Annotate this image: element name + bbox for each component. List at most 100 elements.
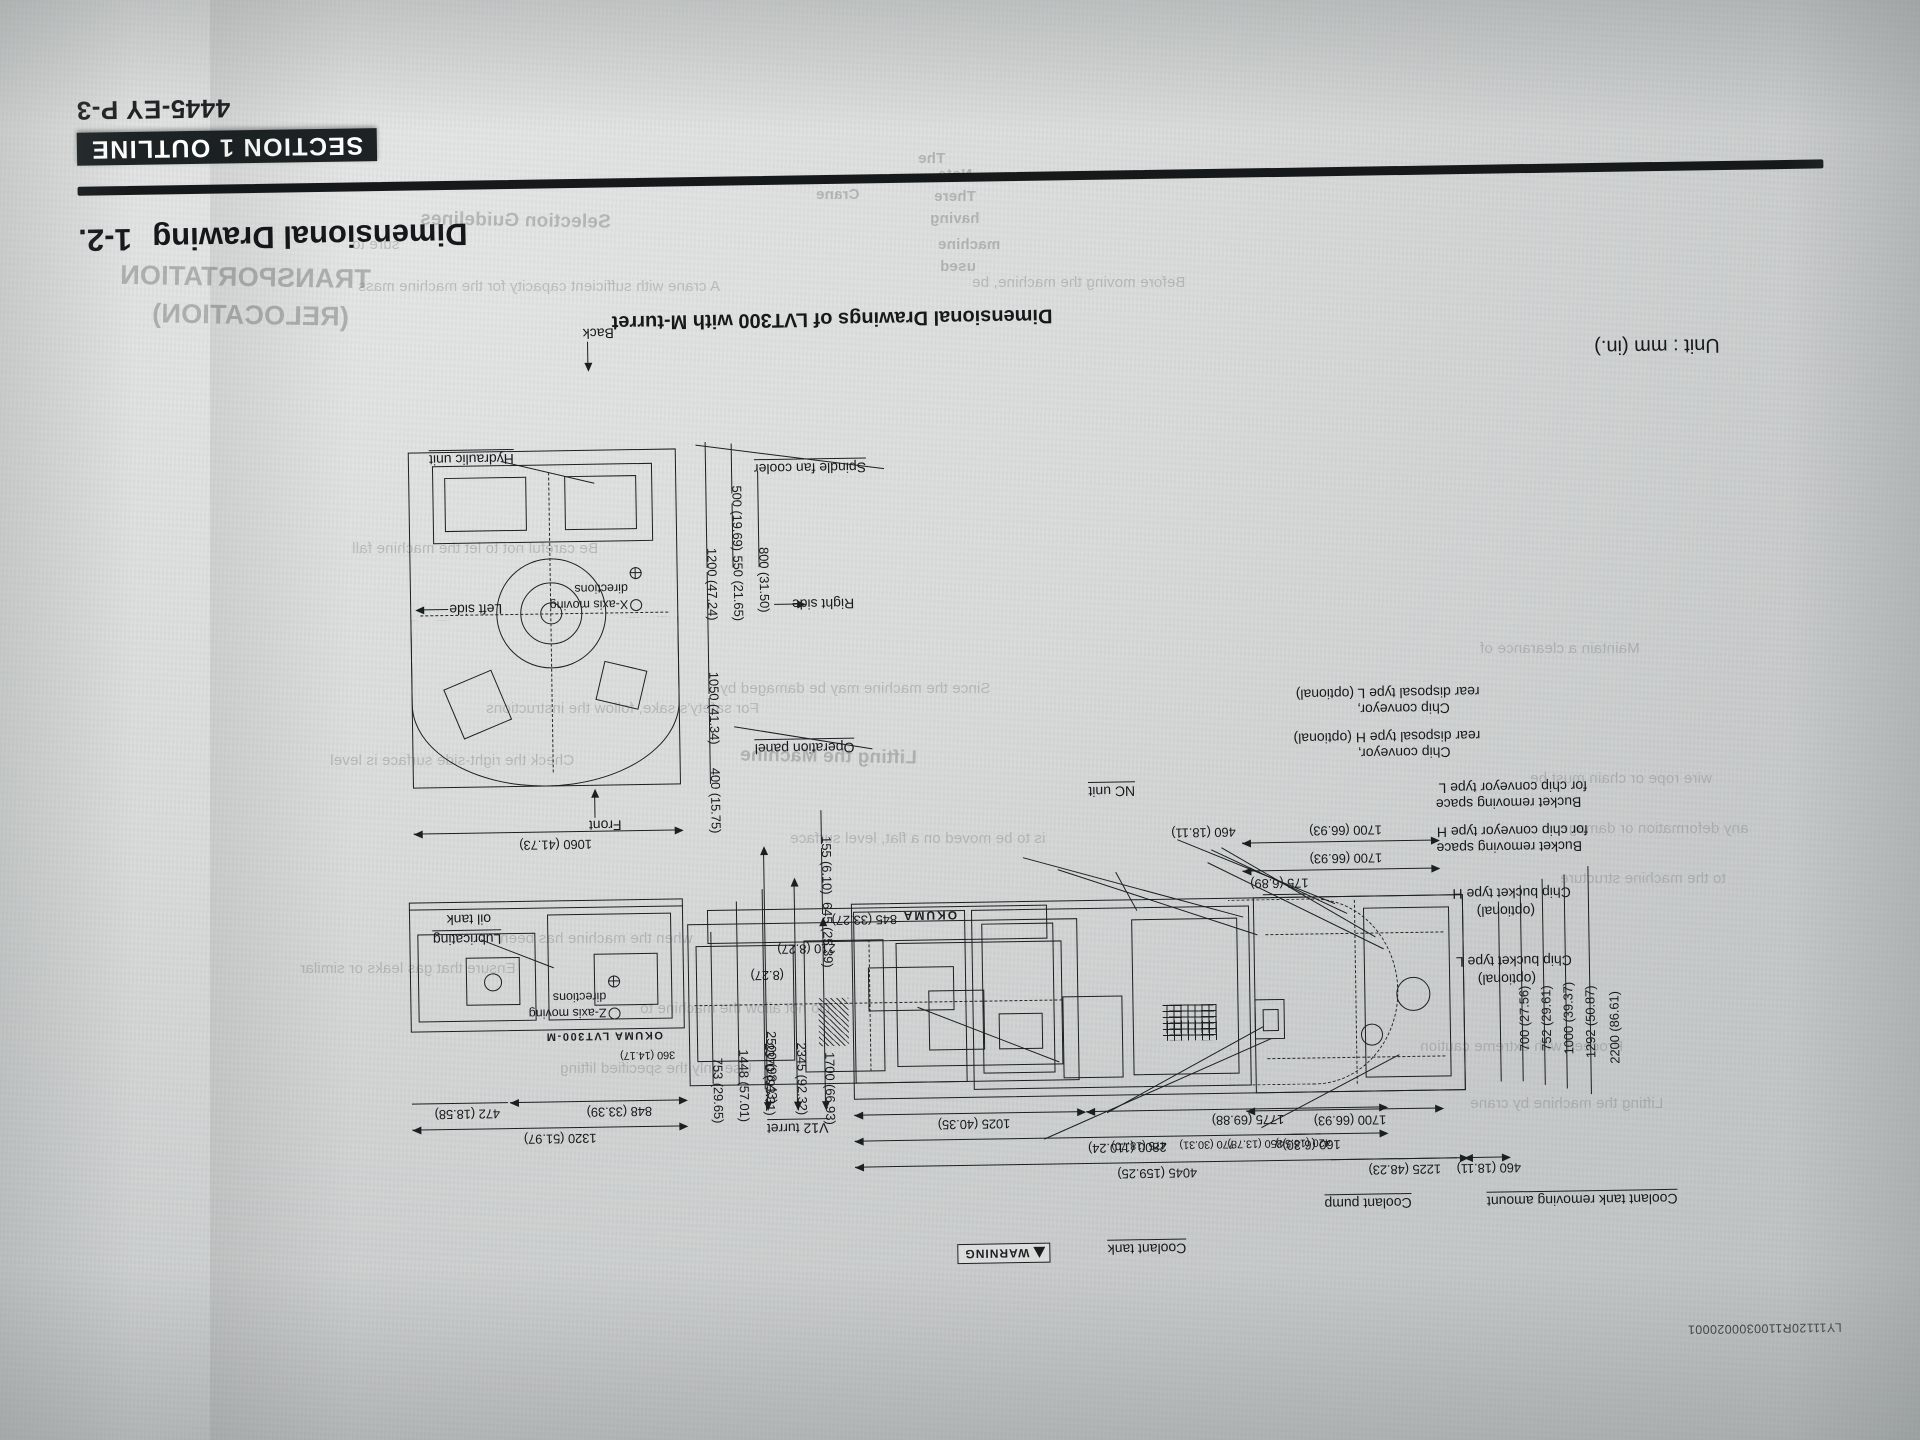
- keypad-grille: [1162, 1004, 1218, 1041]
- z-axis-note: Z-axis moving directions: [528, 988, 607, 1021]
- label-left-side: Left side: [449, 601, 503, 619]
- callout-chip-bucket-l-opt: (optional): [1477, 970, 1537, 988]
- page-code: 4445-EY P-3: [76, 93, 231, 126]
- dim-350: 350 (13.78): [1227, 1136, 1283, 1150]
- dim-line-1700-b2: [1241, 839, 1438, 844]
- z-axis-label: Z-axis moving: [528, 1005, 607, 1021]
- side-window: [998, 1012, 1044, 1050]
- dim-752: 752 (29.61): [1538, 985, 1555, 1051]
- dim-848: 848 (33.39): [586, 1103, 653, 1120]
- dim-line-1060: [413, 828, 682, 835]
- dim-1200: 1200 (47.24): [704, 547, 721, 621]
- model-plate: OKUMA LVT300-M: [545, 1028, 664, 1043]
- dim-1060: 1060 (41.73): [519, 836, 593, 853]
- label-front-view: Front: [588, 817, 622, 834]
- dim-400: 400 (15.75): [707, 767, 724, 834]
- callout-bucket-space-h: Bucket removing space: [1436, 838, 1583, 857]
- callout-chip-conveyor-l: Chip conveyor,: [1357, 700, 1451, 718]
- dim-460-b: 460 (18.11): [1171, 824, 1236, 841]
- dim-line-1320: [412, 1124, 687, 1131]
- side-door: [928, 989, 986, 1051]
- dim-1700-right: 1700 (66.93): [822, 1051, 839, 1125]
- dim-360: 360 (14.17): [619, 1048, 676, 1062]
- dim-1000: 1000 (39.37): [1560, 981, 1577, 1055]
- right-arrow-head: [797, 600, 807, 609]
- dim-line-2200: [1586, 866, 1592, 1095]
- warning-text: WARNING: [964, 1245, 1030, 1261]
- headstock-zone: [1131, 917, 1240, 1076]
- dim-475: 475 (18.70): [1111, 1138, 1167, 1152]
- callout-v12-turret: V12 turret: [766, 1118, 829, 1138]
- dim-2370: 2370 (93.31): [762, 1042, 779, 1116]
- back-hydraulic-block: [564, 475, 637, 531]
- front-arrow-head: [591, 788, 600, 798]
- callout-chip-conveyor-l2: rear disposal type L (optional): [1295, 683, 1480, 703]
- dim-1700-b1: 1700 (66.93): [1309, 850, 1383, 867]
- coolant-pump-inner: [1262, 1009, 1279, 1032]
- callout-nc-unit: NC unit: [1088, 781, 1136, 800]
- callout-bucket-space-l2: for chip conveyor type L: [1438, 778, 1588, 797]
- section-tab: SECTION 1 OUTLINE: [76, 128, 378, 166]
- dim-1320: 1320 (51.97): [523, 1130, 597, 1147]
- callout-chip-bucket-l: Chip bucket type L: [1455, 952, 1572, 971]
- dim-800: 800 (31.50): [756, 546, 773, 613]
- callout-chip-bucket-h-opt: (optional): [1476, 902, 1536, 920]
- dim-770: 770 (30.31): [1179, 1137, 1235, 1151]
- dim-460: 460 (18.11): [1456, 1160, 1522, 1177]
- back-aux-block: [444, 476, 527, 533]
- page-title: Dimensional Drawing: [152, 216, 468, 257]
- dim-line-1025: [854, 1110, 1085, 1116]
- figure-title: Dimensional Drawings of LVT300 with M-tu…: [611, 304, 1053, 334]
- section-number: 1-2.: [78, 221, 133, 258]
- label-back-view: Back: [582, 325, 615, 342]
- back-arrow-stem: [586, 341, 589, 364]
- dim-645: 645 (25.39): [819, 901, 836, 968]
- back-arrow-head: [584, 362, 593, 372]
- dim-1050: 1050 (41.34): [706, 671, 723, 745]
- header-rule: [77, 159, 1824, 196]
- dim-line-472: [411, 1101, 508, 1105]
- dim-700: 700 (27.56): [1516, 985, 1533, 1052]
- dim-line-420: [1284, 1132, 1321, 1135]
- callout-oil-tank: oil tank: [446, 911, 492, 929]
- x-axis-label-2: directions: [574, 581, 629, 597]
- dim-155: 155 (6.10): [818, 835, 835, 895]
- callout-operation-panel: Operation panel: [754, 737, 855, 758]
- dim-line-848: [509, 1098, 686, 1104]
- callout-bucket-space-h2: for chip conveyor type H: [1436, 822, 1588, 841]
- callout-chip-bucket-h: Chip bucket type H: [1452, 884, 1571, 903]
- left-arrow-head: [415, 606, 425, 615]
- x-axis-note: X-axis moving directions: [549, 580, 629, 613]
- x-axis-label: X-axis moving: [549, 597, 629, 613]
- back-view-drawing: 1060 (41.73) 400 (15.75) 1050 (41.34) 12…: [335, 404, 772, 853]
- dim-line-1700-b1: [1242, 867, 1439, 872]
- dim-1700-b2: 1700 (66.93): [1309, 822, 1382, 839]
- front-elevation-drawing: OKUMA LVT300-M 1320 (51.97) 848 (33.39) …: [370, 864, 778, 1149]
- document-id: LY11120R1100300020001: [1687, 1320, 1842, 1337]
- callout-chip-conveyor-h: Chip conveyor,: [1357, 744, 1451, 762]
- leader-bucket-space-l: [1177, 839, 1336, 905]
- brand-mark-side: OKUMA: [901, 908, 958, 923]
- dim-4045: 4045 (159.25): [1117, 1165, 1198, 1182]
- dim-1225: 1225 (48.23): [1368, 1161, 1442, 1178]
- dim-2345: 2345 (92.32): [794, 1042, 811, 1116]
- dim-line-700: [1497, 901, 1502, 1082]
- callout-chip-conveyor-h2: rear disposal type H (optional): [1293, 727, 1481, 747]
- callout-hydraulic-unit: Hydraulic unit: [428, 448, 514, 469]
- dim-1448: 1448 (57.01): [736, 1049, 753, 1123]
- callout-bucket-space-l: Bucket removing space: [1435, 794, 1582, 813]
- callout-coolant-tank: Coolant tank: [1107, 1238, 1187, 1258]
- callout-coolant-pump: Coolant pump: [1324, 1192, 1412, 1213]
- z-axis-label-2: directions: [552, 989, 607, 1005]
- dim-line-1000: [1541, 878, 1546, 1085]
- unit-note: Unit : mm (in.): [1594, 334, 1720, 358]
- dim-line-1225: [1330, 1156, 1457, 1161]
- x-axis-target-icon: [630, 598, 643, 612]
- callout-coolant-tank-removing: Coolant tank removing amount: [1486, 1188, 1678, 1210]
- warning-triangle-icon: [1033, 1247, 1046, 1259]
- warning-label: WARNING: [957, 1242, 1051, 1265]
- dim-1025: 1025 (40.35): [937, 1116, 1011, 1133]
- callout-spindle-fan-cooler: Spindle fan cooler: [753, 457, 867, 478]
- callout-lubricating: Lubricating: [432, 929, 502, 949]
